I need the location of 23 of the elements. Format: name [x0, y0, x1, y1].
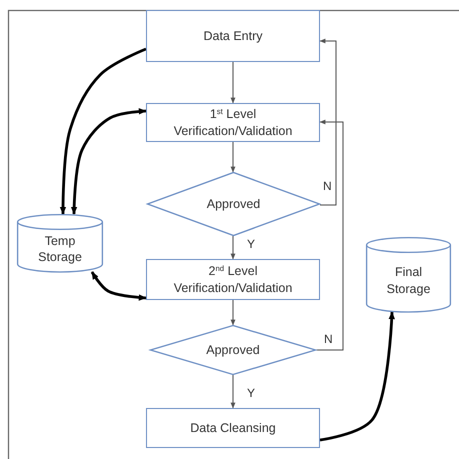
arrow: [230, 300, 236, 326]
arrow: [230, 62, 236, 104]
arrow: [319, 38, 336, 206]
node-label: Approved: [206, 342, 260, 358]
node-label: Data Entry: [203, 28, 263, 44]
node-label: Temp Storage: [37, 232, 83, 266]
arrow: [90, 271, 147, 301]
arrow: [316, 120, 344, 350]
node-label: 1$^{st}$ Level Verification/Validation: [172, 106, 294, 140]
arrow: [60, 48, 147, 215]
process-box: [146, 408, 320, 448]
arrow: [230, 142, 236, 173]
node-label: 2$^{nd}$ Level Verification/Validation: [172, 262, 294, 296]
arrow: [70, 108, 147, 215]
process-box: [146, 103, 320, 142]
arrow: [320, 311, 395, 442]
process-box: [146, 259, 320, 300]
process-box: [146, 10, 320, 62]
arrow: [230, 374, 236, 409]
arrow: [230, 236, 236, 260]
node-label: Data Cleansing: [190, 420, 276, 436]
node-label: Final Storage: [386, 264, 432, 298]
node-label: Approved: [206, 196, 260, 212]
